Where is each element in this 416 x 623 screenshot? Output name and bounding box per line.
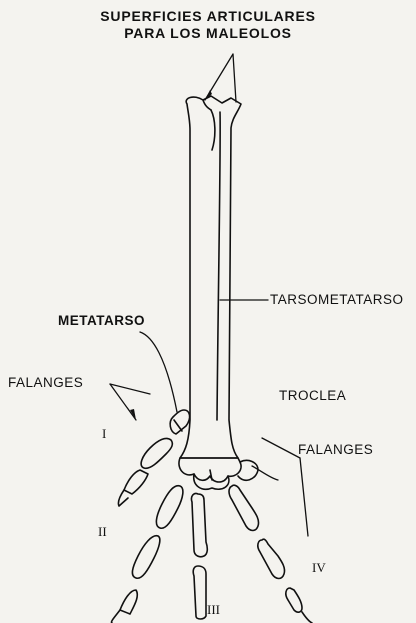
arrowhead-falanges-left xyxy=(130,409,136,420)
digit-label-i: I xyxy=(102,426,106,442)
title-line-1: SUPERFICIES ARTICULARES xyxy=(0,8,416,24)
digit-iii-bones xyxy=(191,493,207,619)
label-metatarso: METATARSO xyxy=(58,313,145,328)
digit-label-iv: IV xyxy=(312,560,326,576)
digit-ii-bones xyxy=(111,486,182,623)
trochlea-bone xyxy=(179,458,258,489)
label-falanges-left: FALANGES xyxy=(8,375,83,390)
title-line-2: PARA LOS MALEOLOS xyxy=(0,25,416,41)
arrowhead-articular xyxy=(205,90,212,100)
leader-metatarso xyxy=(140,332,177,412)
label-tarsometatarso: TARSOMETATARSO xyxy=(270,292,404,307)
leader-falanges-right-1 xyxy=(262,438,300,458)
leader-falanges-right-2 xyxy=(300,458,308,536)
digit-iv-bones xyxy=(229,485,312,623)
digit-label-iii: III xyxy=(207,602,220,618)
digit-label-ii: II xyxy=(98,524,107,540)
label-falanges-right: FALANGES xyxy=(298,442,373,457)
label-troclea: TROCLEA xyxy=(279,388,346,403)
tarsometatarsus-bone xyxy=(180,96,241,458)
leader-troclea xyxy=(252,466,278,480)
arrowheads xyxy=(130,90,212,420)
leader-articular-right xyxy=(233,54,236,102)
digit-i-bones xyxy=(118,410,189,506)
